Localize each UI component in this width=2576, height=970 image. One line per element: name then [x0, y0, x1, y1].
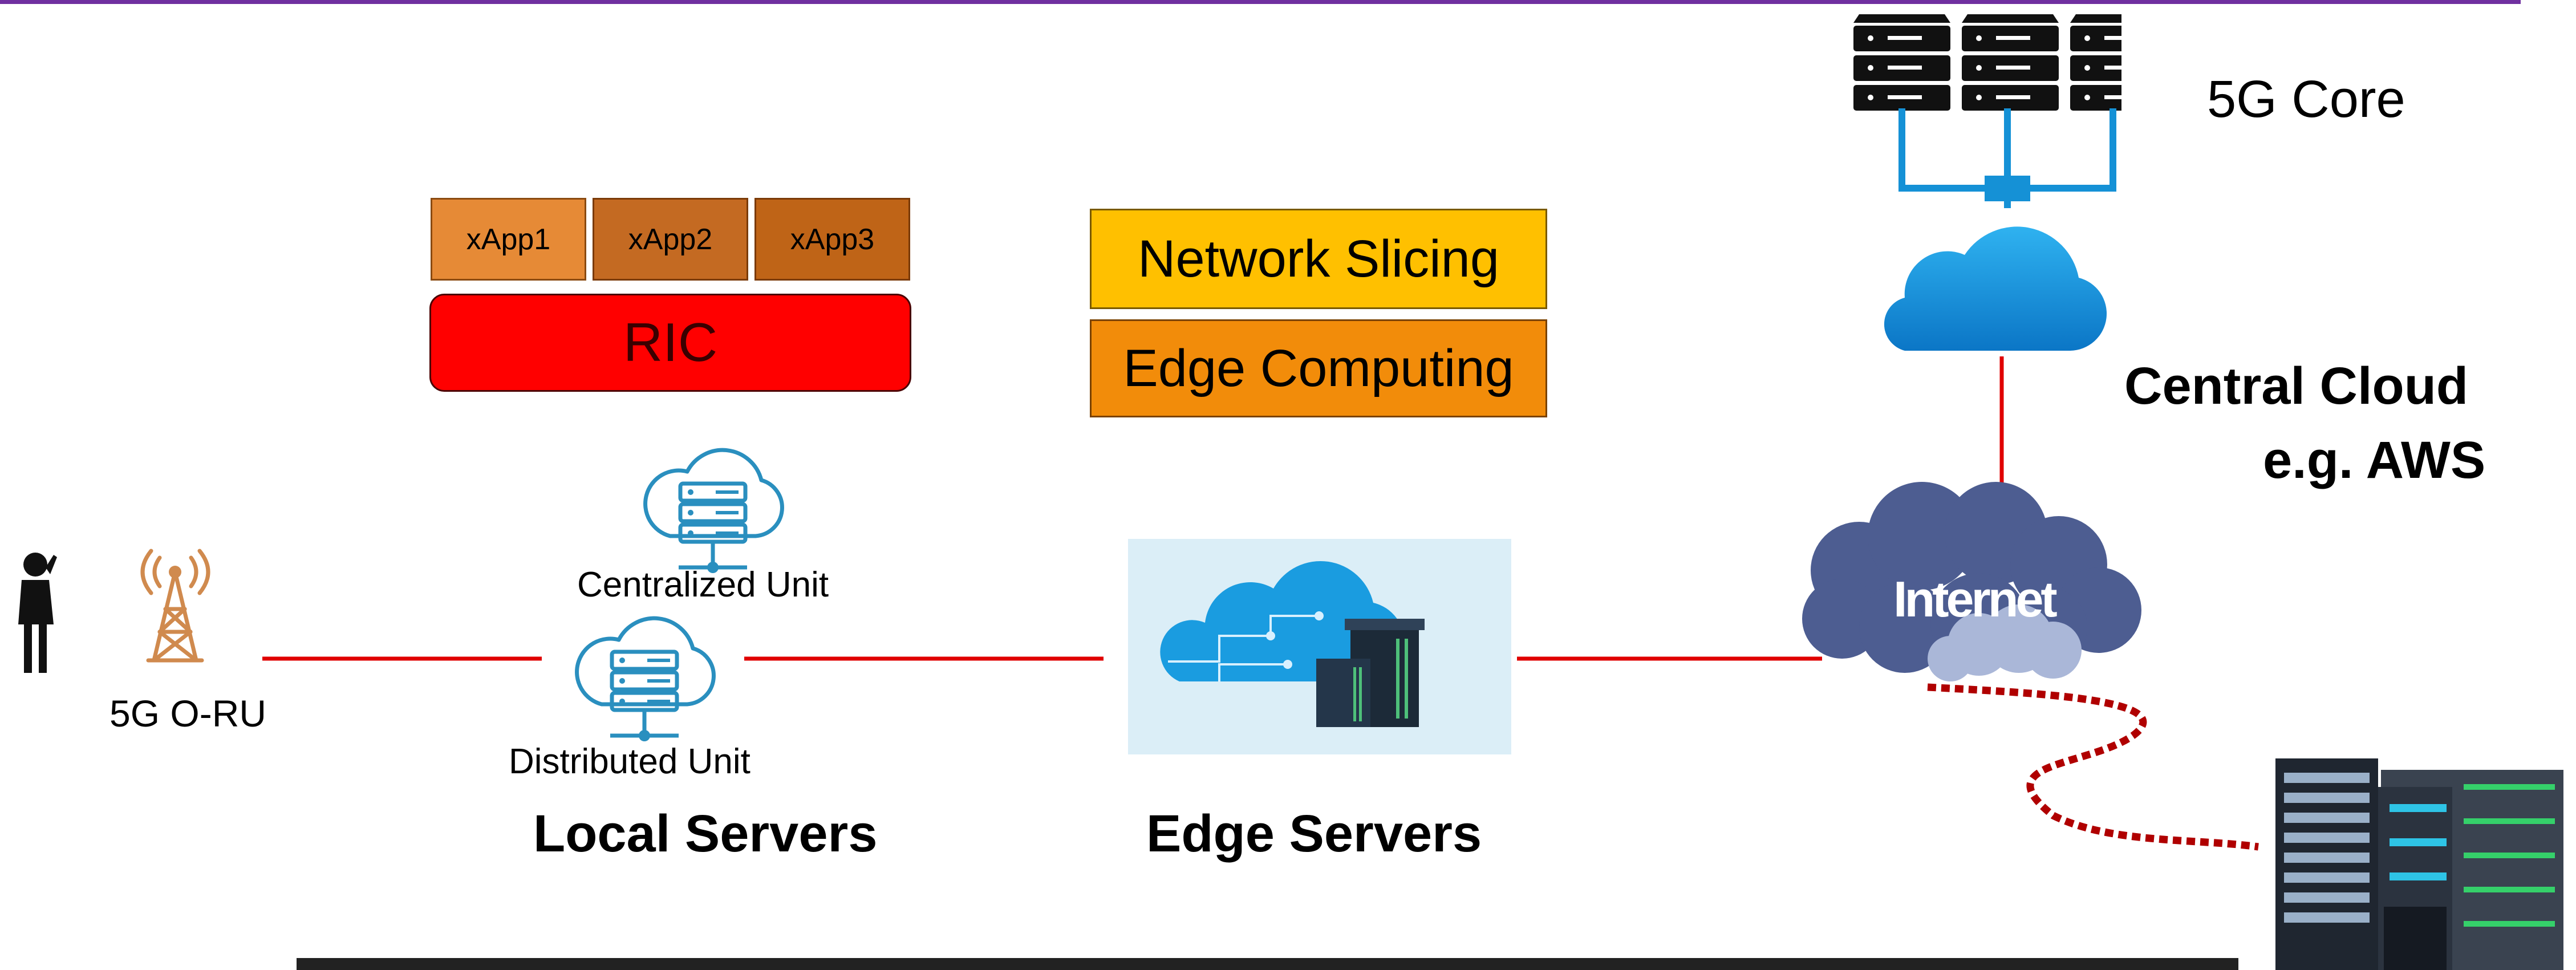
xapp2-label: xApp2 [628, 222, 713, 256]
xapp2-box: xApp2 [593, 198, 748, 281]
edge-computing-label: Edge Computing [1123, 339, 1514, 397]
radio-unit-label: 5G O-RU [109, 692, 267, 734]
distributed-unit-label: Distributed Unit [509, 742, 751, 781]
bottom-rule [297, 958, 2238, 970]
local-servers-label: Local Servers [533, 805, 878, 863]
xapp3-box: xApp3 [754, 198, 910, 281]
central-cloud-label: Central Cloud [2124, 357, 2469, 415]
internet-cloud-icon [1802, 482, 2141, 681]
xapp1-label: xApp1 [466, 222, 551, 256]
server-rack-icon [1853, 14, 2121, 111]
ric-box: RIC [429, 294, 911, 392]
top-rule [0, 0, 2521, 4]
core-label: 5G Core [2207, 70, 2405, 128]
centralized-unit-icon [643, 448, 784, 573]
edge-cloud-icon [1128, 539, 1511, 754]
ric-label: RIC [623, 312, 718, 373]
person-icon [18, 553, 57, 673]
distributed-unit-icon [575, 616, 716, 741]
edge-servers-label: Edge Servers [1146, 805, 1482, 863]
internet-label: Internet [1893, 571, 2058, 627]
core-connector-icon [1898, 108, 2116, 208]
datacenter-icon [2275, 758, 2563, 970]
cloud-icon [1884, 226, 2107, 351]
edge-computing-box: Edge Computing [1090, 319, 1547, 417]
network-slicing-label: Network Slicing [1138, 229, 1499, 288]
xapp1-box: xApp1 [431, 198, 586, 281]
radio-tower-icon [140, 549, 210, 663]
dotted-link-internet-datacenter [1927, 683, 2259, 851]
server-stacks [1853, 14, 2121, 111]
network-slicing-box: Network Slicing [1090, 209, 1547, 309]
xapp3-label: xApp3 [790, 222, 875, 256]
central-cloud-example-label: e.g. AWS [2263, 431, 2486, 489]
centralized-unit-label: Centralized Unit [577, 565, 829, 604]
